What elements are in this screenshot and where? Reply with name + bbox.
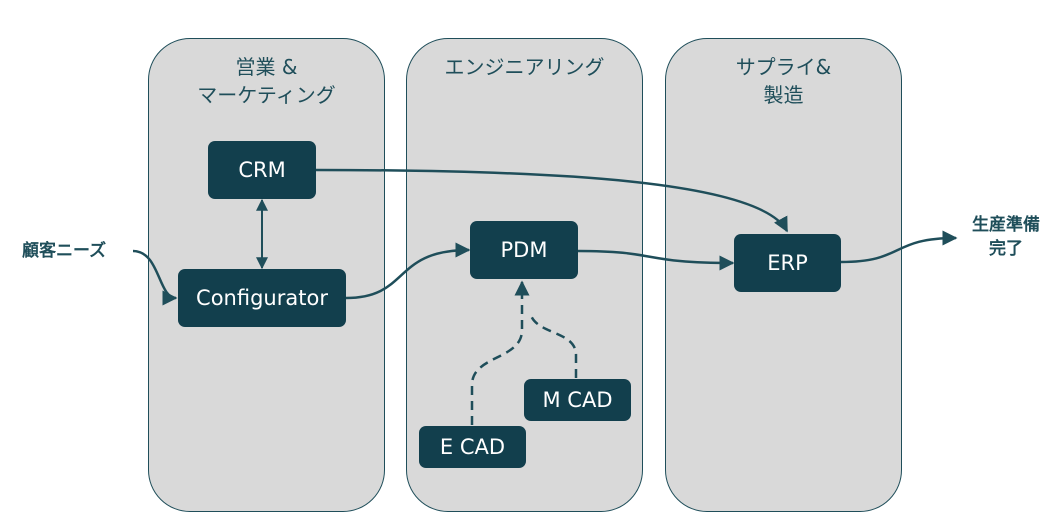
node-erp: ERP <box>734 234 841 292</box>
node-configurator: Configurator <box>178 269 346 327</box>
connector-crm-to-erp <box>315 168 789 233</box>
connector-pdm-to-erp <box>577 249 735 271</box>
lane-title-supply-manufacturing: サプライ& 製造 <box>735 55 832 107</box>
node-pdm: PDM <box>470 221 578 279</box>
connector-configurator-to-pdm <box>345 242 471 300</box>
lane-title-engineering: エンジニアリング <box>444 55 605 79</box>
node-crm: CRM <box>208 141 316 199</box>
connector-mcad-to-pdm <box>528 311 578 378</box>
connector-ecad-to-pdm <box>470 280 530 425</box>
lane-title-sales-marketing: 営業 & マーケティング <box>197 55 336 107</box>
node-mcad: M CAD <box>524 379 631 421</box>
node-ecad: E CAD <box>419 426 526 468</box>
input-label-customer-needs: 顧客ニーズ <box>22 241 107 261</box>
output-label-production-ready: 生産準備 完了 <box>972 215 1040 259</box>
connector-needs-to-configurator <box>132 249 178 306</box>
connector-erp-to-output <box>840 230 958 264</box>
